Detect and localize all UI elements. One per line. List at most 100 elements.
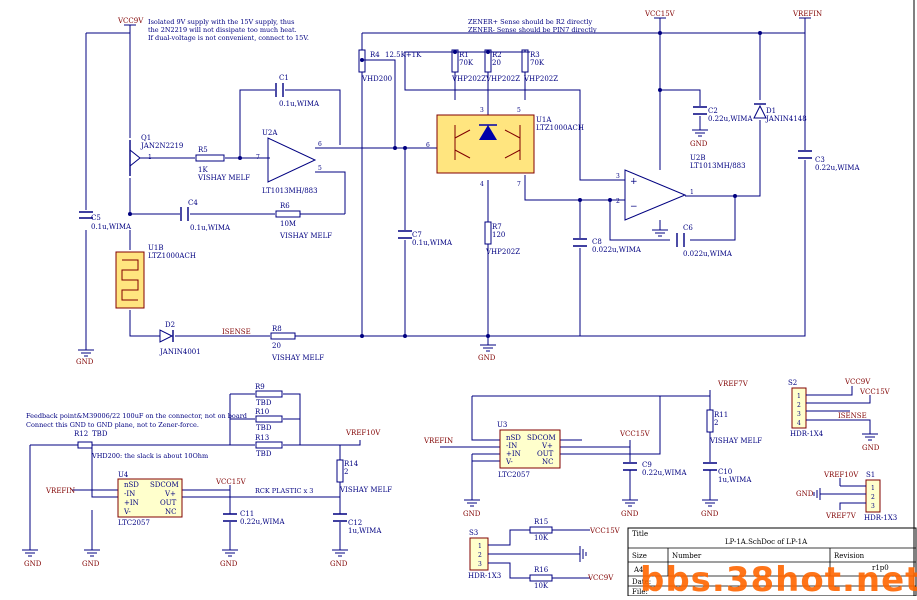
svg-text:NC: NC xyxy=(165,508,176,516)
c3-ref: C3 xyxy=(815,156,825,164)
r3-package: VHP202Z xyxy=(523,75,558,83)
power-ports-bottom-middle: VREFIN VCC15V VREF7V GND GND GND xyxy=(423,380,749,518)
svg-text:VCC15V: VCC15V xyxy=(589,527,621,535)
u2b-opamp: U2B LT1013MH/883 + − 3 2 1 xyxy=(616,154,746,221)
d2-diode: D2 JANIN4001 xyxy=(159,321,201,356)
svg-text:7: 7 xyxy=(256,154,260,161)
svg-text:GND: GND xyxy=(701,510,719,518)
svg-text:VCC9V: VCC9V xyxy=(587,574,614,582)
c11-capacitor: C11 0.22u,WIMA xyxy=(223,510,285,526)
svg-text:V+: V+ xyxy=(541,442,553,450)
svg-text:nSD: nSD xyxy=(124,481,139,489)
power-ports-top: VCC9V VCC15V VREFIN xyxy=(117,10,822,33)
c4-ref: C4 xyxy=(188,199,198,207)
svg-text:OUT: OUT xyxy=(537,450,554,458)
c7-capacitor: C7 0.1u,WIMA xyxy=(398,230,453,247)
c10-ref: C10 xyxy=(718,468,732,476)
r1-value: 70K xyxy=(459,59,474,67)
u3-ref: U3 xyxy=(497,421,507,429)
svg-text:nSD: nSD xyxy=(506,434,521,442)
c7-ref: C7 xyxy=(412,231,422,239)
wires-top xyxy=(85,32,806,350)
svg-text:+: + xyxy=(630,177,638,187)
r15-value: 10K xyxy=(534,534,549,542)
svg-text:7: 7 xyxy=(517,181,521,188)
s1-ref: S1 xyxy=(866,471,875,479)
u2a-ref: U2A xyxy=(262,129,278,137)
svg-text:VREFIN: VREFIN xyxy=(423,437,453,445)
svg-text:V+: V+ xyxy=(164,490,176,498)
c12-value: 1u,WIMA xyxy=(348,527,382,535)
r14-resistor: R14 2 VISHAY MELF xyxy=(336,459,392,494)
r4-package: VHD200 xyxy=(361,75,392,83)
r12-ref: R12 xyxy=(74,430,88,438)
svg-text:1: 1 xyxy=(690,189,694,196)
c9-value: 0.22u,WIMA xyxy=(642,469,687,477)
svg-text:GND: GND xyxy=(478,354,496,362)
u4-value: LTC2057 xyxy=(118,519,150,527)
svg-text:VCC15V: VCC15V xyxy=(215,478,247,486)
u1b-value: LTZ1000ACH xyxy=(148,252,196,260)
r10-value: TBD xyxy=(256,424,272,432)
svg-text:1: 1 xyxy=(797,393,801,400)
svg-text:GND: GND xyxy=(690,140,708,148)
r11-ref: R11 xyxy=(714,411,728,419)
r1-package: VHP202Z xyxy=(451,75,486,83)
r7-package: VHP202Z xyxy=(485,248,520,256)
svg-text:GND: GND xyxy=(24,560,42,568)
svg-text:VREF10V: VREF10V xyxy=(823,471,859,479)
u2a-opamp: U2A LT1013MH/883 7 6 5 xyxy=(256,129,322,195)
r3-resistor: R3 70K VHP202Z xyxy=(521,49,558,83)
watermark-text: bbs.38hot.net xyxy=(640,560,917,600)
r1-ref: R1 xyxy=(459,51,469,59)
c1-ref: C1 xyxy=(279,74,289,82)
r9-ref: R9 xyxy=(255,383,265,391)
svg-text:Number: Number xyxy=(672,552,702,560)
svg-text:2: 2 xyxy=(616,198,620,205)
svg-text:GND: GND xyxy=(330,560,348,568)
c3-capacitor: C3 0.22u,WIMA xyxy=(798,150,860,172)
gnd-symbols: GND GND GND xyxy=(76,129,708,366)
r6-package: VISHAY MELF xyxy=(279,232,332,240)
u1b-heater: U1B LTZ1000ACH xyxy=(115,244,196,309)
svg-text:If dual-voltage is not conveni: If dual-voltage is not convenient, conne… xyxy=(148,34,309,42)
svg-text:VCC9V: VCC9V xyxy=(844,378,871,386)
svg-text:ZENER- Sense should be PIN7 di: ZENER- Sense should be PIN7 directly xyxy=(468,26,597,34)
r5-value: 1K xyxy=(198,166,208,174)
c12-ref: C12 xyxy=(348,519,362,527)
u2b-ref: U2B xyxy=(690,154,706,162)
svg-text:GND: GND xyxy=(796,490,814,498)
c10-value: 1u,WIMA xyxy=(718,476,752,484)
c5-ref: C5 xyxy=(91,214,101,222)
r16-ref: R16 xyxy=(534,566,549,574)
svg-text:5: 5 xyxy=(517,107,521,114)
r9-r10-r13-resistors: R9 TBD R10 TBD R13 TBD xyxy=(255,383,283,458)
r4-value: 12.5K+1K xyxy=(385,51,422,59)
wires-bottom-middle xyxy=(440,390,711,500)
svg-text:+IN: +IN xyxy=(506,450,521,458)
c8-capacitor: C8 0.022u,WIMA xyxy=(573,238,642,254)
c4-capacitor: C4 0.1u,WIMA xyxy=(180,199,231,232)
svg-text:Revision: Revision xyxy=(834,552,865,560)
c2-ref: C2 xyxy=(708,107,718,115)
u3-value: LTC2057 xyxy=(498,471,530,479)
s3-header: 1 2 3 S3 HDR-1X3 R15 10K R16 10K VCC15V … xyxy=(468,518,621,590)
svg-text:6: 6 xyxy=(426,142,430,149)
svg-text:-IN: -IN xyxy=(506,442,517,450)
c12-capacitor: C12 1u,WIMA xyxy=(333,513,382,535)
c9-ref: C9 xyxy=(642,461,652,469)
isense-label: ISENSE xyxy=(222,328,251,336)
svg-text:3: 3 xyxy=(478,561,482,568)
svg-text:Size: Size xyxy=(632,552,647,560)
svg-text:VREF10V: VREF10V xyxy=(345,429,381,437)
c5-value: 0.1u,WIMA xyxy=(91,223,132,231)
u1a-reference: U1A LTZ1000ACH 6 3 5 4 7 xyxy=(426,107,584,188)
svg-text:3: 3 xyxy=(871,503,875,510)
svg-text:2: 2 xyxy=(478,552,482,559)
title-label: Title xyxy=(632,530,648,538)
d2-ref: D2 xyxy=(165,321,175,329)
r5-resistor: R5 1K VISHAY MELF xyxy=(195,146,250,182)
r11-value: 2 xyxy=(714,419,718,427)
svg-text:VHD200: the slack is about 10O: VHD200: the slack is about 10Ohm xyxy=(91,452,208,460)
u4-ref: U4 xyxy=(118,471,129,479)
